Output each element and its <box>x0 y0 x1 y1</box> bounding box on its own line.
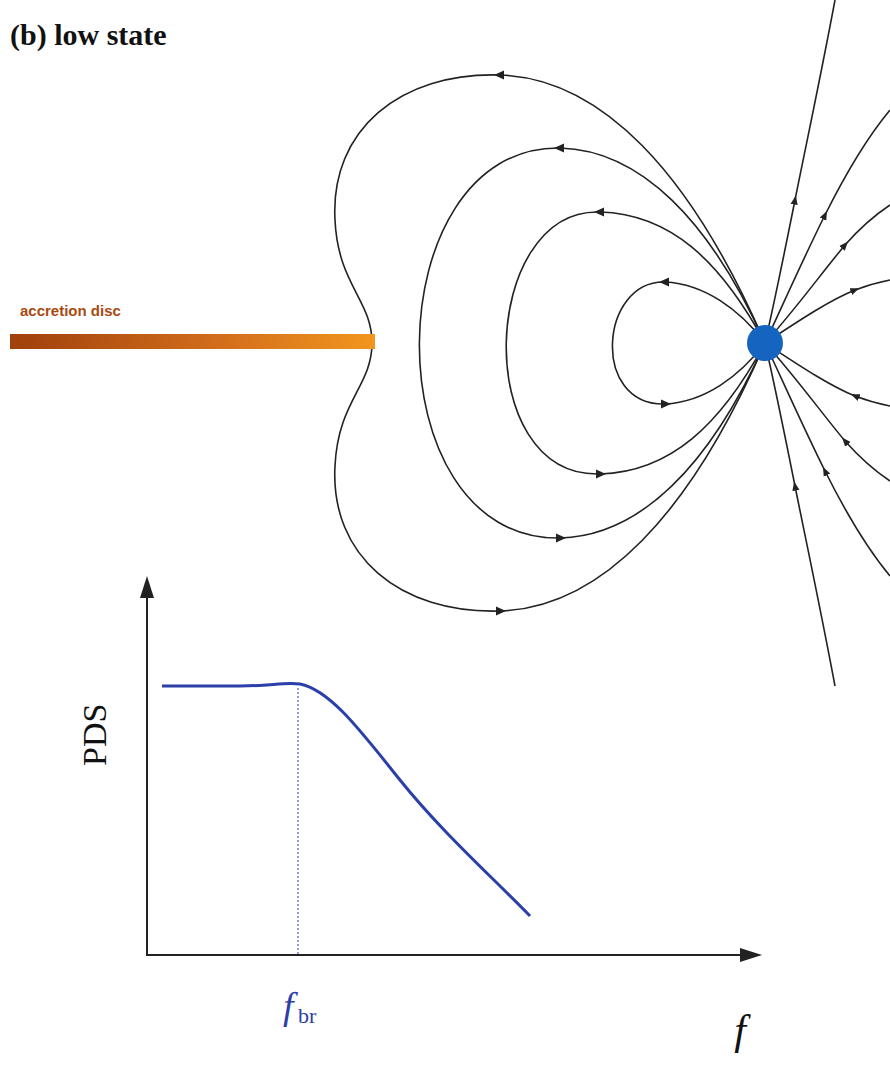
arrowhead <box>594 208 604 217</box>
field-line <box>765 0 835 343</box>
field-line <box>765 205 890 343</box>
field-arrows <box>494 71 671 616</box>
field-line <box>765 280 890 343</box>
break-frequency-subscript: br <box>298 1004 316 1028</box>
field-line <box>506 212 765 474</box>
break-marker <box>298 688 299 955</box>
field-line <box>765 110 890 343</box>
accretion-disc: accretion disc <box>10 302 375 349</box>
arrowhead <box>659 278 669 287</box>
break-frequency-symbol: f <box>283 986 294 1028</box>
arrowhead <box>556 534 566 543</box>
pds-curve <box>162 683 530 916</box>
axis-label: PDS <box>76 704 113 766</box>
disc-label: accretion disc <box>10 303 121 320</box>
field-lines <box>335 0 890 686</box>
arrowhead <box>496 607 506 616</box>
field-line <box>419 148 765 538</box>
axis-arrowhead <box>740 948 762 962</box>
disc-band <box>10 334 375 349</box>
field-line <box>765 343 890 481</box>
axis-arrowhead <box>140 576 154 598</box>
field-line <box>765 343 890 406</box>
field-line <box>335 75 765 611</box>
neutron-star <box>747 325 783 361</box>
field-line <box>612 282 765 404</box>
field-line <box>765 343 890 576</box>
arrowhead <box>661 400 671 409</box>
pds-plot <box>140 576 762 962</box>
arrowhead <box>596 470 606 479</box>
figure-title: (b) low state <box>10 18 167 51</box>
field-line <box>765 343 835 686</box>
x-axis <box>146 954 748 956</box>
arrowhead <box>494 71 504 80</box>
y-axis <box>146 588 148 955</box>
axis-label: f <box>734 1007 746 1053</box>
arrowhead <box>554 144 564 153</box>
